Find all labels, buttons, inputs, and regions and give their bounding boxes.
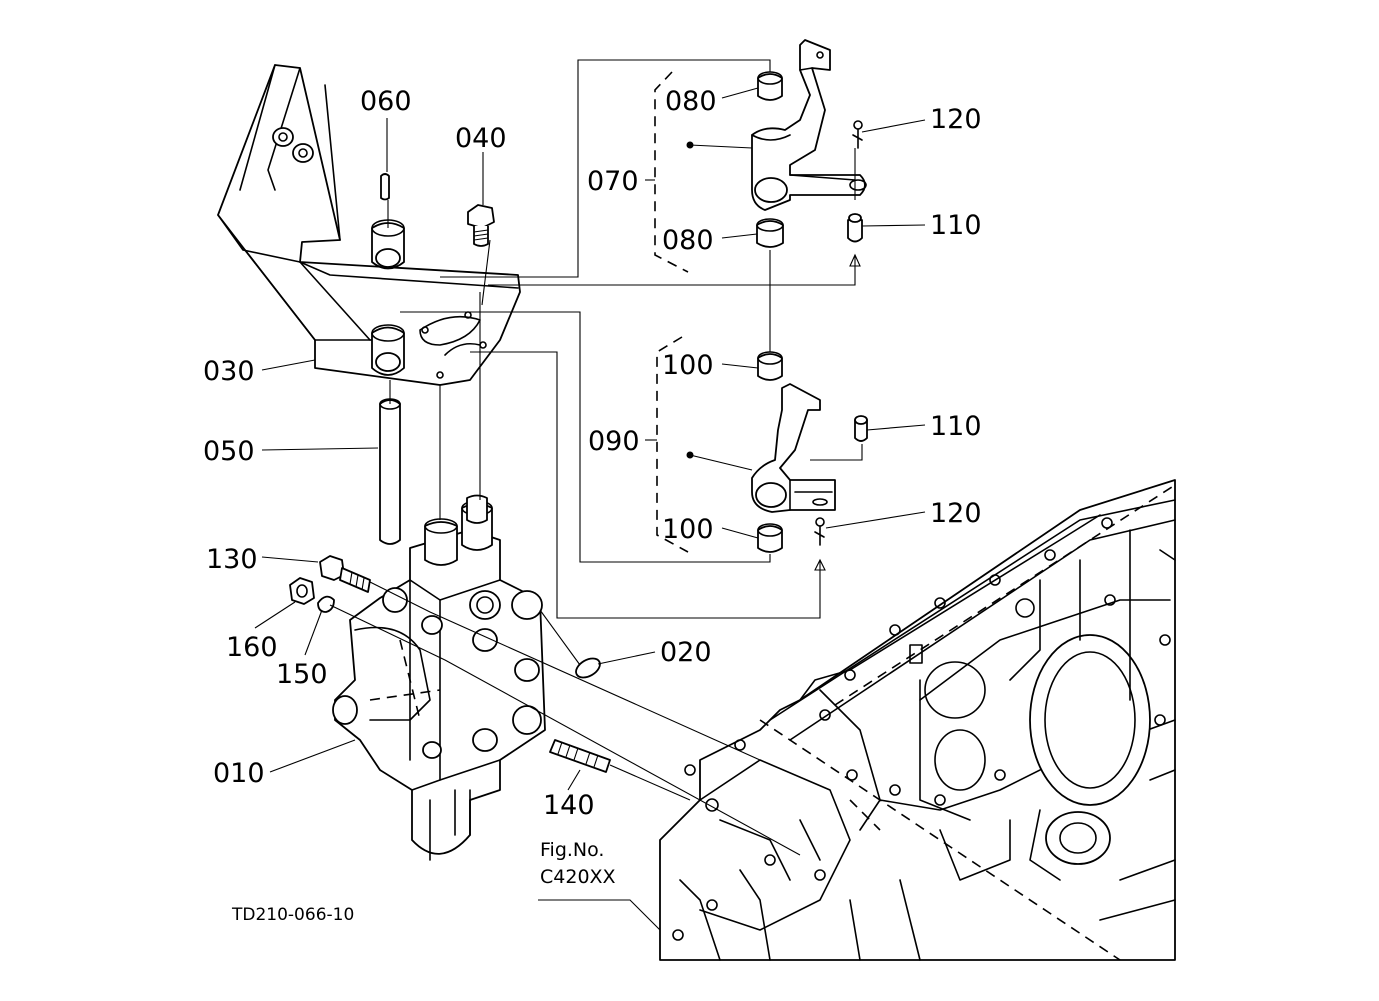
label-120-top: 120 <box>930 104 982 135</box>
label-080-top: 080 <box>665 86 717 117</box>
bushing-080-top-drawing <box>757 71 783 101</box>
label-050: 050 <box>203 436 255 467</box>
clip-120-bottom-drawing <box>814 517 825 546</box>
label-110-bottom: 110 <box>930 411 982 442</box>
bolt-130-drawing <box>319 555 371 593</box>
stud-140-drawing <box>549 739 611 773</box>
control-valve-010-drawing <box>332 494 546 861</box>
lever-090-drawing <box>751 383 836 513</box>
label-060: 060 <box>360 86 412 117</box>
o-ring-020-drawing <box>575 657 601 679</box>
label-140: 140 <box>543 790 595 821</box>
label-160: 160 <box>226 632 278 663</box>
part-labels: 060 040 030 050 130 160 150 010 140 020 … <box>203 86 982 821</box>
bolt-040-drawing <box>467 204 495 247</box>
nut-160-drawing <box>289 577 315 605</box>
label-010: 010 <box>213 758 265 789</box>
bracket-030-drawing <box>217 64 521 386</box>
label-110-top: 110 <box>930 210 982 241</box>
bushing-100-bottom-drawing <box>757 523 783 553</box>
pin-050-drawing <box>379 398 401 545</box>
pin-110-top-drawing <box>847 213 863 243</box>
clip-120-top-drawing <box>852 120 863 149</box>
pin-110-bottom-drawing <box>854 415 868 442</box>
bushing-100-top-drawing <box>757 351 783 381</box>
figure-ref-line2: C420XX <box>540 866 616 888</box>
guide-lines <box>329 59 863 856</box>
label-030: 030 <box>203 356 255 387</box>
label-100-top: 100 <box>662 350 714 381</box>
lever-070-drawing <box>751 39 867 211</box>
pin-060-drawing <box>380 173 390 201</box>
leader-lines <box>254 87 926 931</box>
label-040: 040 <box>455 123 507 154</box>
washer-150-drawing <box>317 595 335 613</box>
bushing-080-bottom-drawing <box>756 218 784 248</box>
transmission-case-drawing <box>659 479 1176 961</box>
label-080-bottom: 080 <box>662 225 714 256</box>
drawing-code: TD210-066-10 <box>231 905 354 925</box>
label-020: 020 <box>660 637 712 668</box>
figure-ref-line1: Fig.No. <box>540 839 604 861</box>
label-070: 070 <box>587 166 639 197</box>
label-120-bottom: 120 <box>930 498 982 529</box>
label-150: 150 <box>276 659 328 690</box>
label-130: 130 <box>206 544 258 575</box>
label-090: 090 <box>588 426 640 457</box>
label-100-bottom: 100 <box>662 514 714 545</box>
